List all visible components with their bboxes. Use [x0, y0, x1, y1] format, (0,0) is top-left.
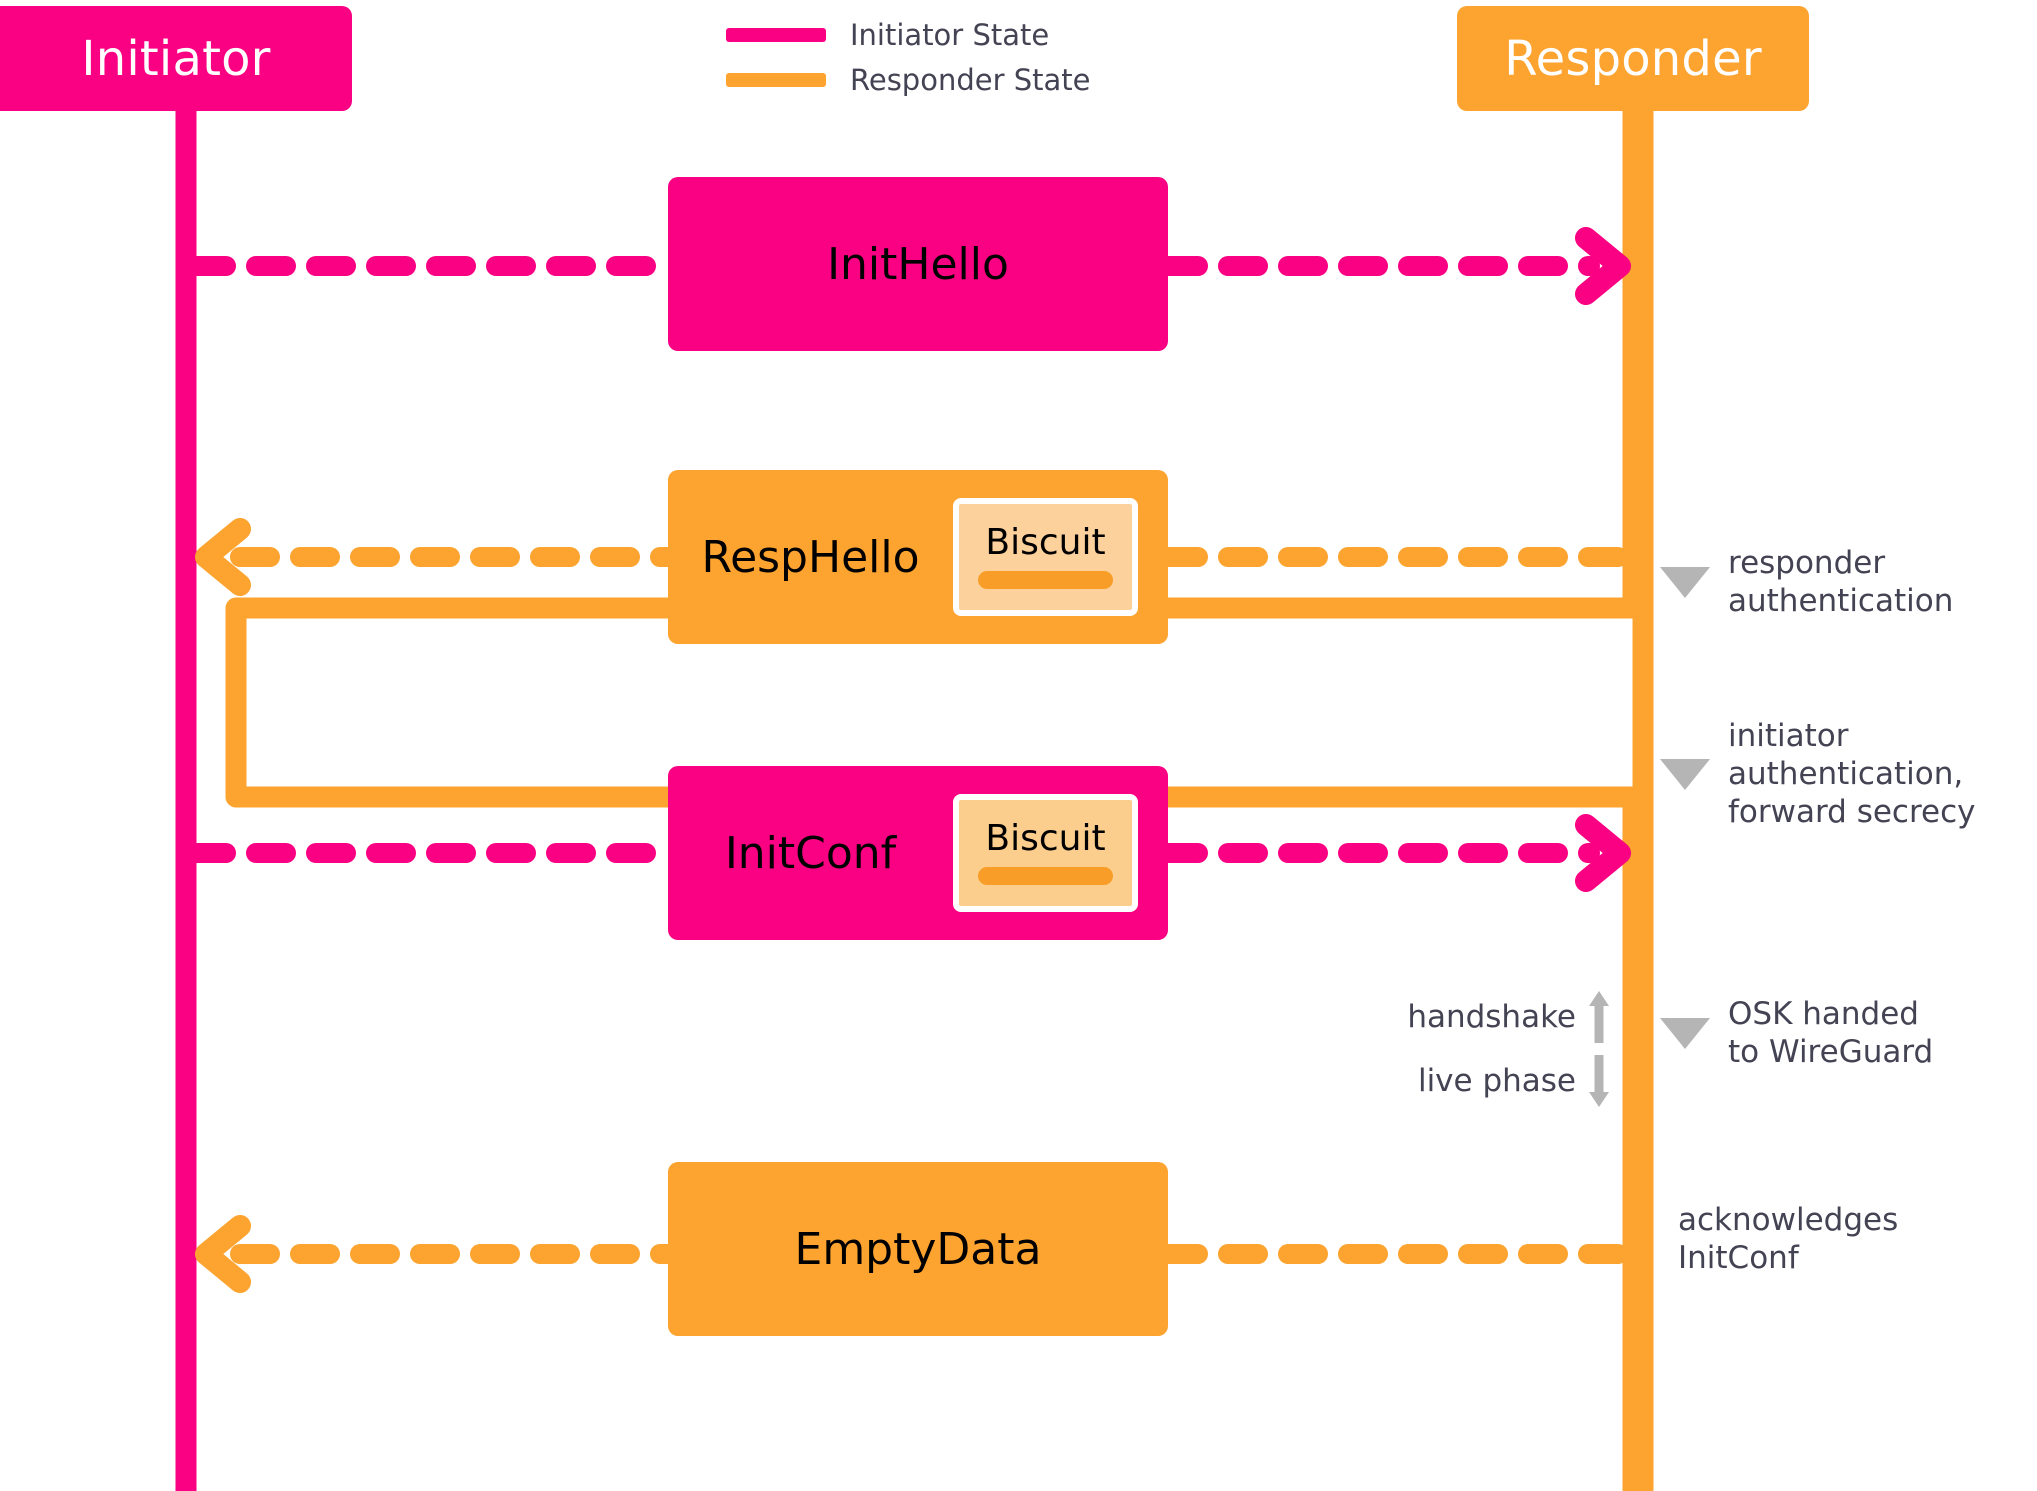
- message-label-resphello: RespHello: [701, 531, 920, 583]
- actor-responder-label: Responder: [1504, 30, 1762, 87]
- biscuit-label: Biscuit: [985, 522, 1106, 563]
- annotation-text: OSK handed to WireGuard: [1728, 996, 1934, 1070]
- phase-live-label: live phase: [1417, 1063, 1576, 1099]
- annotation-text: initiator authentication, forward secrec…: [1728, 718, 1976, 830]
- arrow-resphello-head-icon: [195, 518, 251, 596]
- message-label-emptydata: EmptyData: [794, 1223, 1042, 1275]
- responder-state-path-initconf: [1168, 786, 1644, 1491]
- triangle-down-icon: [1660, 759, 1710, 791]
- message-box-emptydata[interactable]: EmptyData: [668, 1162, 1168, 1336]
- annotation-initiator-authentication: initiator authentication, forward secrec…: [1660, 718, 1976, 831]
- responder-state-path-resphello: [1168, 100, 1644, 619]
- biscuit-badge-initconf: Biscuit: [953, 794, 1138, 912]
- annotation-text: responder authentication: [1728, 545, 1954, 619]
- biscuit-label: Biscuit: [985, 818, 1106, 859]
- legend-swatch-initiator-icon: [726, 27, 826, 42]
- actor-responder: Responder: [1457, 6, 1809, 111]
- legend: Initiator State Responder State: [726, 12, 1146, 102]
- message-box-resphello[interactable]: RespHello Biscuit: [668, 470, 1168, 644]
- annotation-osk-handed: OSK handed to WireGuard: [1660, 996, 1933, 1072]
- arrow-emptydata-head-icon: [195, 1215, 251, 1293]
- phase-live: live phase: [1370, 1049, 1610, 1113]
- annotation-text: acknowledges InitConf: [1678, 1202, 1899, 1276]
- arrow-initconf-head-icon: [1575, 814, 1631, 892]
- phase-handshake-label: handshake: [1407, 999, 1576, 1035]
- arrow-inithello-head-icon: [1575, 227, 1631, 305]
- annotation-responder-authentication: responder authentication: [1660, 545, 1953, 621]
- message-box-inithello[interactable]: InitHello: [668, 177, 1168, 351]
- biscuit-bar-icon: [978, 867, 1113, 885]
- actor-initiator: Initiator: [0, 6, 352, 111]
- legend-item-initiator-state: Initiator State: [726, 12, 1146, 57]
- message-label-inithello: InitHello: [827, 238, 1009, 290]
- annotation-acknowledges-initconf: acknowledges InitConf: [1678, 1202, 1898, 1278]
- arrow-down-icon: [1589, 1055, 1609, 1107]
- legend-swatch-responder-icon: [726, 72, 826, 87]
- triangle-down-icon: [1660, 1018, 1710, 1050]
- message-box-initconf[interactable]: InitConf Biscuit: [668, 766, 1168, 940]
- biscuit-bar-icon: [978, 571, 1113, 589]
- actor-initiator-label: Initiator: [81, 30, 271, 87]
- legend-label-initiator-state: Initiator State: [850, 17, 1050, 52]
- message-label-initconf: InitConf: [724, 827, 897, 879]
- phase-handshake: handshake: [1370, 985, 1610, 1049]
- triangle-down-icon: [1660, 567, 1710, 599]
- legend-label-responder-state: Responder State: [850, 62, 1091, 97]
- responder-state-path-carryover: [225, 597, 668, 808]
- legend-item-responder-state: Responder State: [726, 57, 1146, 102]
- arrow-up-icon: [1589, 991, 1609, 1043]
- phase-indicator-group: handshake live phase: [1370, 985, 1610, 1113]
- biscuit-badge-resphello: Biscuit: [953, 498, 1138, 616]
